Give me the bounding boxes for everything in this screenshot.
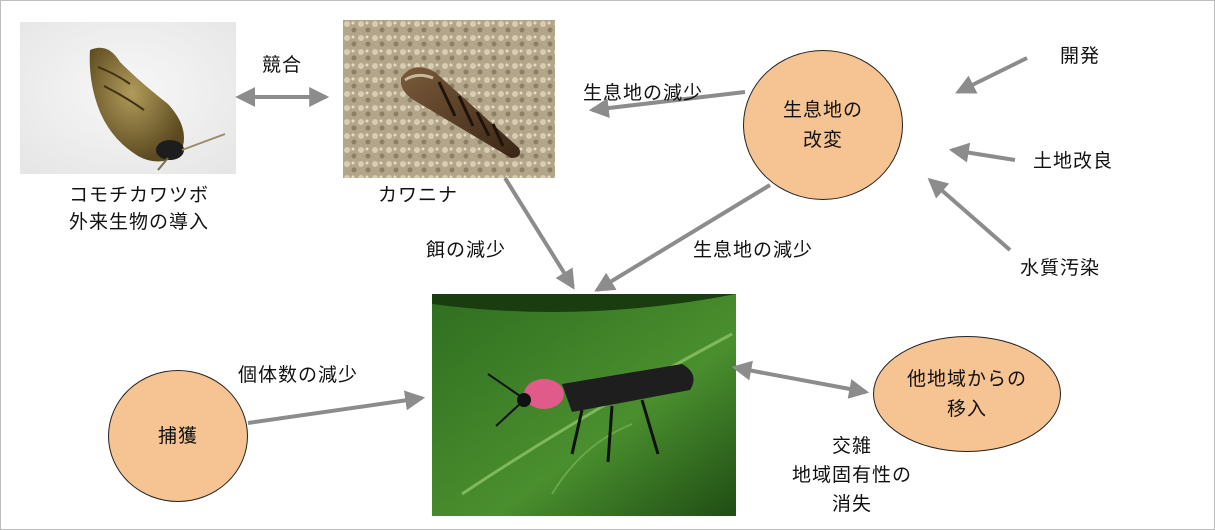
hybrid-label: 交雑 地域固有性の 消失 <box>762 432 942 519</box>
habitat-change-line2: 改変 <box>802 129 843 151</box>
arrow-land-improvement <box>948 142 1016 163</box>
food-loss-label: 餌の減少 <box>426 239 507 261</box>
arrow-habitat-to-kawanina <box>588 90 746 118</box>
migration-node: 他地域からの 移入 <box>873 336 1061 452</box>
kawanina-snail-photo <box>343 20 555 178</box>
hybrid-line2: 地域固有性の <box>791 464 912 486</box>
arrow-habitat-to-firefly <box>594 183 772 292</box>
kawanina-label: カワニナ <box>378 184 459 206</box>
habitat-loss-bottom-label: 生息地の減少 <box>693 239 814 261</box>
capture-label: 捕獲 <box>157 425 198 447</box>
hybrid-line3: 消失 <box>831 493 872 515</box>
habitat-loss-top-label: 生息地の減少 <box>583 82 704 104</box>
komochi-note: 外来生物の導入 <box>68 211 209 233</box>
habitat-change-line1: 生息地の <box>782 99 863 121</box>
arrow-capture <box>247 390 426 425</box>
komochi-label: コモチカワツボ 外来生物の導入 <box>44 182 234 236</box>
komochi-name: コモチカワツボ <box>68 184 209 206</box>
hybrid-line1: 交雑 <box>831 435 872 457</box>
arrow-development <box>955 56 1028 94</box>
arrow-hybrid <box>731 360 870 399</box>
water-pollution-label: 水質汚染 <box>1020 257 1101 279</box>
arrow-water-pollution <box>927 177 1012 252</box>
firefly-photo <box>432 294 736 516</box>
development-label: 開発 <box>1060 45 1101 67</box>
arrow-food-loss <box>503 176 575 290</box>
komochi-snail-photo <box>20 22 236 174</box>
migration-line2: 移入 <box>946 398 987 420</box>
land-improvement-label: 土地改良 <box>1033 150 1114 172</box>
competition-label: 競合 <box>262 54 303 76</box>
population-loss-label: 個体数の減少 <box>238 364 359 386</box>
migration-line1: 他地域からの <box>906 368 1027 390</box>
capture-node: 捕獲 <box>108 370 248 502</box>
habitat-change-node: 生息地の 改変 <box>743 50 903 200</box>
